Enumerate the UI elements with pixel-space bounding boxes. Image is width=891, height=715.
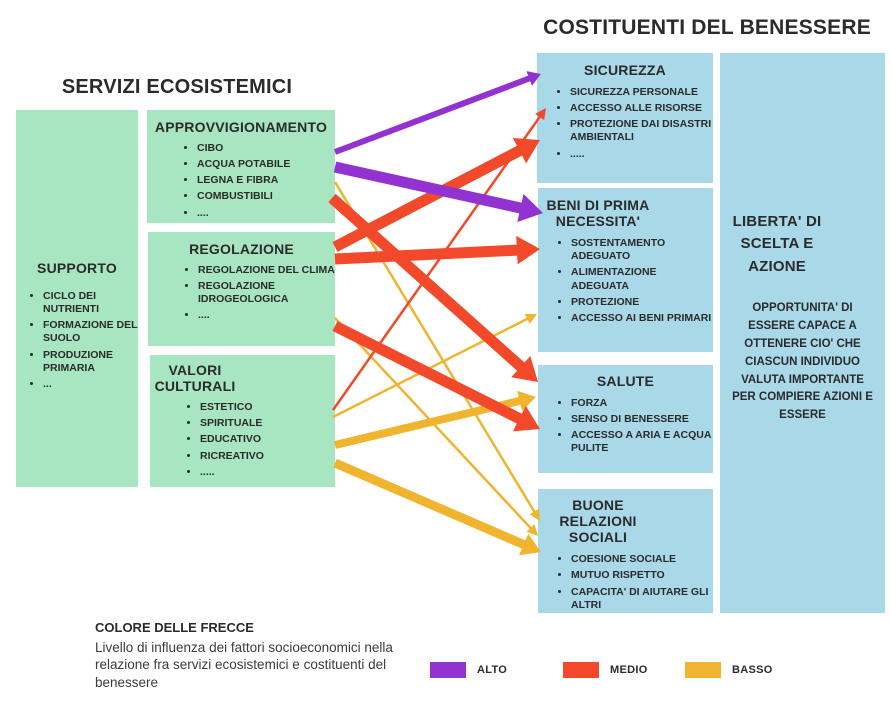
- list-item: ...: [43, 378, 138, 391]
- medio-color-swatch: [563, 662, 599, 678]
- list-item: RICREATIVO: [200, 450, 335, 463]
- list-item: ACQUA POTABILE: [197, 158, 335, 171]
- legend-item-basso: BASSO: [685, 662, 773, 678]
- constituent-box-sicurezza: SICUREZZA SICUREZZA PERSONALE ACCESSO ALL…: [537, 53, 713, 183]
- bullet-list: CIBO ACQUA POTABILE LEGNA E FIBRA COMBUSTIB…: [147, 142, 335, 220]
- box-title: SICUREZZA: [584, 62, 666, 78]
- list-item: COESIONE SOCIALE: [571, 553, 713, 566]
- list-item: CICLO DEI NUTRIENTI: [43, 290, 138, 316]
- box-title: VALORI CULTURALI: [154, 362, 236, 395]
- list-item: ACCESSO ALLE RISORSE: [570, 102, 713, 115]
- service-box-supporto: SUPPORTO CICLO DEI NUTRIENTI FORMAZIONE D…: [16, 110, 138, 487]
- arrow-approvvigionamento-to-beni-di-prima-necessita: [333, 161, 543, 222]
- constituent-box-salute: SALUTE FORZA SENSO DI BENESSERE ACCESSO A …: [538, 365, 713, 473]
- arrow-approvvigionamento-to-salute: [328, 193, 538, 382]
- constituent-box-beni-di-prima-necessita: BENI DI PRIMA NECESSITA' SOSTENTAMENTO A…: [538, 188, 713, 352]
- list-item: SENSO DI BENESSERE: [571, 413, 713, 426]
- arrow-valori-culturali-to-sicurezza: [331, 108, 546, 411]
- left-column-title: SERVIZI ECOSISTEMICI: [61, 76, 293, 98]
- list-item: ESTETICO: [200, 401, 335, 414]
- list-item: ACCESSO A ARIA E ACQUA PULITE: [571, 429, 713, 455]
- bullet-list: ESTETICO SPIRITUALE EDUCATIVO RICREATIVO...…: [150, 401, 335, 479]
- list-item: FORZA: [571, 397, 713, 410]
- list-item: .....: [200, 466, 335, 479]
- service-box-regolazione: REGOLAZIONE REGOLAZIONE DEL CLIMAREGOLAZ…: [148, 232, 335, 346]
- legend-label-basso: BASSO: [732, 664, 773, 676]
- box-title: LIBERTA' DI SCELTA E AZIONE: [732, 212, 822, 275]
- bullet-list: SICUREZZA PERSONALE ACCESSO ALLE RISORSE P…: [537, 86, 713, 161]
- list-item: MUTUO RISPETTO: [571, 569, 713, 582]
- legend-title: COLORE DELLE FRECCE: [95, 620, 254, 635]
- list-item: CAPACITA' DI AIUTARE GLI ALTRI: [571, 586, 713, 612]
- list-item: EDUCATIVO: [200, 433, 335, 446]
- list-item: PRODUZIONE PRIMARIA: [43, 349, 138, 375]
- arrow-regolazione-to-sicurezza: [332, 138, 540, 252]
- box-title: BENI DI PRIMA NECESSITA': [546, 197, 650, 230]
- service-box-approvvigionamento: APPROVVIGIONAMENTO CIBO ACQUA POTABILE LEG…: [147, 110, 335, 223]
- arrow-valori-culturali-to-beni-di-prima-necessita: [332, 314, 537, 419]
- bullet-list: SOSTENTAMENTO ADEGUATO ALIMENTAZIONE ADEG…: [538, 237, 713, 325]
- list-item: PROTEZIONE DAI DISASTRI AMBIENTALI: [570, 118, 713, 144]
- legend-label-medio: MEDIO: [610, 664, 648, 676]
- list-item: PROTEZIONE: [571, 296, 713, 309]
- box-title: SALUTE: [596, 373, 655, 389]
- legend-label-alto: ALTO: [477, 664, 508, 676]
- list-item: SICUREZZA PERSONALE: [570, 86, 713, 99]
- constituent-box-liberta-di-scelta-e-azione: LIBERTA' DI SCELTA E AZIONE OPPORTUNITA'…: [720, 53, 885, 613]
- list-item: ....: [197, 207, 335, 220]
- list-item: SOSTENTAMENTO ADEGUATO: [571, 237, 713, 263]
- list-item: LEGNA E FIBRA: [197, 174, 335, 187]
- constituent-box-buone-relazioni-sociali: BUONE RELAZIONI SOCIALI COESIONE SOCIALE…: [538, 489, 713, 613]
- legend-description: Livello di influenza dei fattori socioec…: [95, 640, 393, 690]
- arrow-valori-culturali-to-salute: [334, 390, 536, 449]
- list-item: REGOLAZIONE DEL CLIMA: [198, 264, 335, 277]
- arrow-regolazione-to-beni-di-prima-necessita: [334, 235, 540, 265]
- list-item: .....: [570, 148, 713, 161]
- right-column-title: COSTITUENTI DEL BENESSERE: [543, 16, 871, 39]
- list-item: ALIMENTAZIONE ADEGUATA: [571, 266, 713, 292]
- legend-item-medio: MEDIO: [563, 662, 648, 678]
- list-item: CIBO: [197, 142, 335, 155]
- arrow-approvvigionamento-to-buone-relazioni-sociali: [333, 181, 540, 521]
- list-item: ACCESSO AI BENI PRIMARI: [571, 312, 713, 325]
- list-item: ....: [198, 309, 335, 322]
- box-title: SUPPORTO: [37, 260, 117, 276]
- service-box-valori-culturali: VALORI CULTURALI ESTETICO SPIRITUALE EDUCA…: [150, 355, 335, 487]
- legend-item-alto: ALTO: [430, 662, 507, 678]
- box-title: APPROVVIGIONAMENTO: [154, 119, 328, 135]
- arrow-regolazione-to-salute: [332, 321, 540, 432]
- box-title: BUONE RELAZIONI SOCIALI: [559, 497, 637, 546]
- bullet-list: FORZA SENSO DI BENESSERE ACCESSO A ARIA E …: [538, 397, 713, 456]
- list-item: FORMAZIONE DEL SUOLO: [43, 319, 138, 345]
- box-title: REGOLAZIONE: [189, 241, 294, 257]
- bullet-list: CICLO DEI NUTRIENTI FORMAZIONE DEL SUOLO P…: [16, 290, 138, 391]
- arrow-valori-culturali-to-buone-relazioni-sociali: [333, 458, 541, 556]
- basso-color-swatch: [685, 662, 721, 678]
- list-item: COMBUSTIBILI: [197, 190, 335, 203]
- arrow-approvvigionamento-to-sicurezza: [333, 71, 541, 155]
- list-item: REGOLAZIONE IDROGEOLOGICA: [198, 280, 335, 306]
- box-description: OPPORTUNITA' DI ESSERE CAPACE A OTTENERE…: [732, 302, 873, 422]
- bullet-list: COESIONE SOCIALE MUTUO RISPETTO CAPACITA' …: [538, 553, 713, 612]
- arrow-regolazione-to-buone-relazioni-sociali: [334, 317, 538, 536]
- alto-color-swatch: [430, 662, 466, 678]
- list-item: SPIRITUALE: [200, 417, 335, 430]
- bullet-list: REGOLAZIONE DEL CLIMA REGOLAZIONE IDROGEO…: [148, 264, 335, 323]
